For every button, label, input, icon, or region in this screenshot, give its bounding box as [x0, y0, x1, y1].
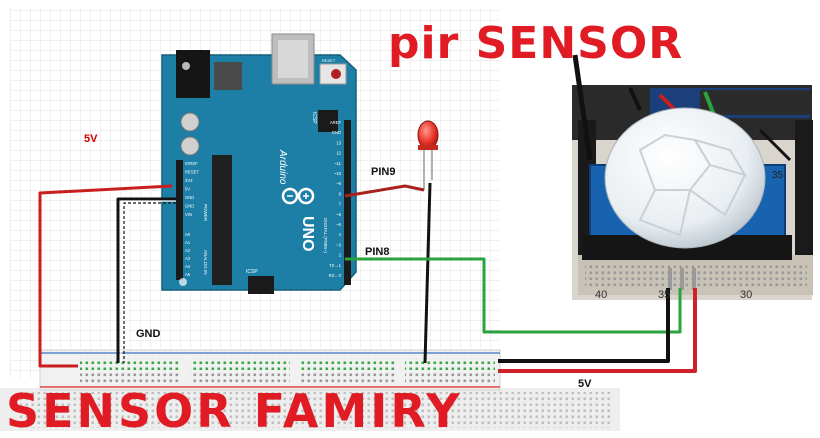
- pin-label: ~5: [336, 222, 341, 227]
- pin-label: AREF: [330, 120, 342, 125]
- pin-label: A0: [185, 232, 191, 237]
- pin-label: 8: [339, 191, 342, 196]
- wire-led-gnd: [423, 182, 432, 364]
- pin-label: GND: [332, 130, 341, 135]
- pin-label: A3: [185, 256, 191, 261]
- pin-label: TX→1: [329, 263, 342, 268]
- led: [417, 120, 439, 190]
- pin-label: RESET: [185, 170, 199, 175]
- power-header-label: POWER: [203, 204, 208, 222]
- pir-row-30: 30: [740, 289, 752, 301]
- pin-label: GND: [185, 195, 194, 200]
- page-title: pir SENSOR: [388, 18, 684, 69]
- pin-label: 4: [339, 232, 342, 237]
- breadboard-lower: [0, 388, 620, 431]
- wire-pin9: [344, 184, 425, 198]
- wire-5v-rail: [498, 288, 697, 373]
- pin-label: ~9: [336, 181, 341, 186]
- label-pin8: PIN8: [365, 246, 390, 258]
- pir-row-40: 40: [595, 289, 607, 301]
- label-5v-left: 5V: [84, 133, 98, 145]
- pir-corner-digits: 35: [772, 170, 784, 181]
- digital-header-label: DIGITAL (PWM~): [323, 218, 328, 253]
- wire-5v-left: [38, 184, 173, 368]
- analog-header-label: ANALOG IN: [203, 250, 208, 275]
- pin-label: GND: [185, 204, 194, 209]
- wire-pin8: [345, 257, 682, 334]
- pin-label: 7: [339, 202, 342, 207]
- pin-label: ~11: [334, 161, 341, 166]
- footer-title: SENSOR FAMIRY: [6, 384, 463, 438]
- pir-sensor: [572, 54, 813, 300]
- wire-gnd: [116, 197, 176, 363]
- pin-label: A5: [185, 272, 191, 277]
- pin-label: ~6: [336, 212, 341, 217]
- arduino-model: UNO: [299, 216, 316, 252]
- arduino-logo: [281, 187, 315, 205]
- pin-label: A4: [185, 264, 191, 269]
- digital-pin-labels: AREF GND 13 12 ~11 ~10 ~9 8 7 ~6 ~5 4 ~3 2TX→1RX←0: [329, 120, 342, 278]
- label-pin9: PIN9: [371, 166, 396, 178]
- pin-label: VIN: [185, 212, 192, 217]
- pin-label: 3V3: [185, 178, 193, 183]
- pin-label: A1: [185, 240, 191, 245]
- pin-label: 12: [336, 151, 341, 156]
- wires: [38, 182, 697, 373]
- reset-label: RESET: [322, 58, 336, 63]
- pin-label: RX←0: [329, 273, 342, 278]
- wire-gnd-white: [120, 200, 176, 363]
- arduino-board: Arduino UNO ICSP ICSP RESET POWER ANALOG…: [161, 33, 357, 294]
- pin-label: 13: [336, 140, 341, 145]
- power-pin-labels: IOREF RESET 3V3 5V GND GND VIN: [185, 161, 199, 217]
- wire-gnd-dashed: [123, 202, 176, 363]
- icsp-label: ICSP: [311, 112, 317, 124]
- label-5v-bottom: 5V: [578, 378, 592, 390]
- icsp2-label: ICSP: [246, 269, 258, 275]
- pin-label: ~3: [336, 242, 341, 247]
- pin-label: A2: [185, 248, 191, 253]
- pin-label: 5V: [185, 187, 190, 192]
- arduino-brand: Arduino: [277, 149, 288, 185]
- wire-gnd-rail: [498, 288, 670, 363]
- pir-row-35: 35: [658, 289, 670, 301]
- pin-label: ~10: [334, 171, 342, 176]
- pir-dome: [604, 107, 766, 249]
- pin-label: 2: [339, 253, 342, 258]
- label-gnd: GND: [136, 328, 161, 340]
- pin-label: IOREF: [185, 161, 198, 166]
